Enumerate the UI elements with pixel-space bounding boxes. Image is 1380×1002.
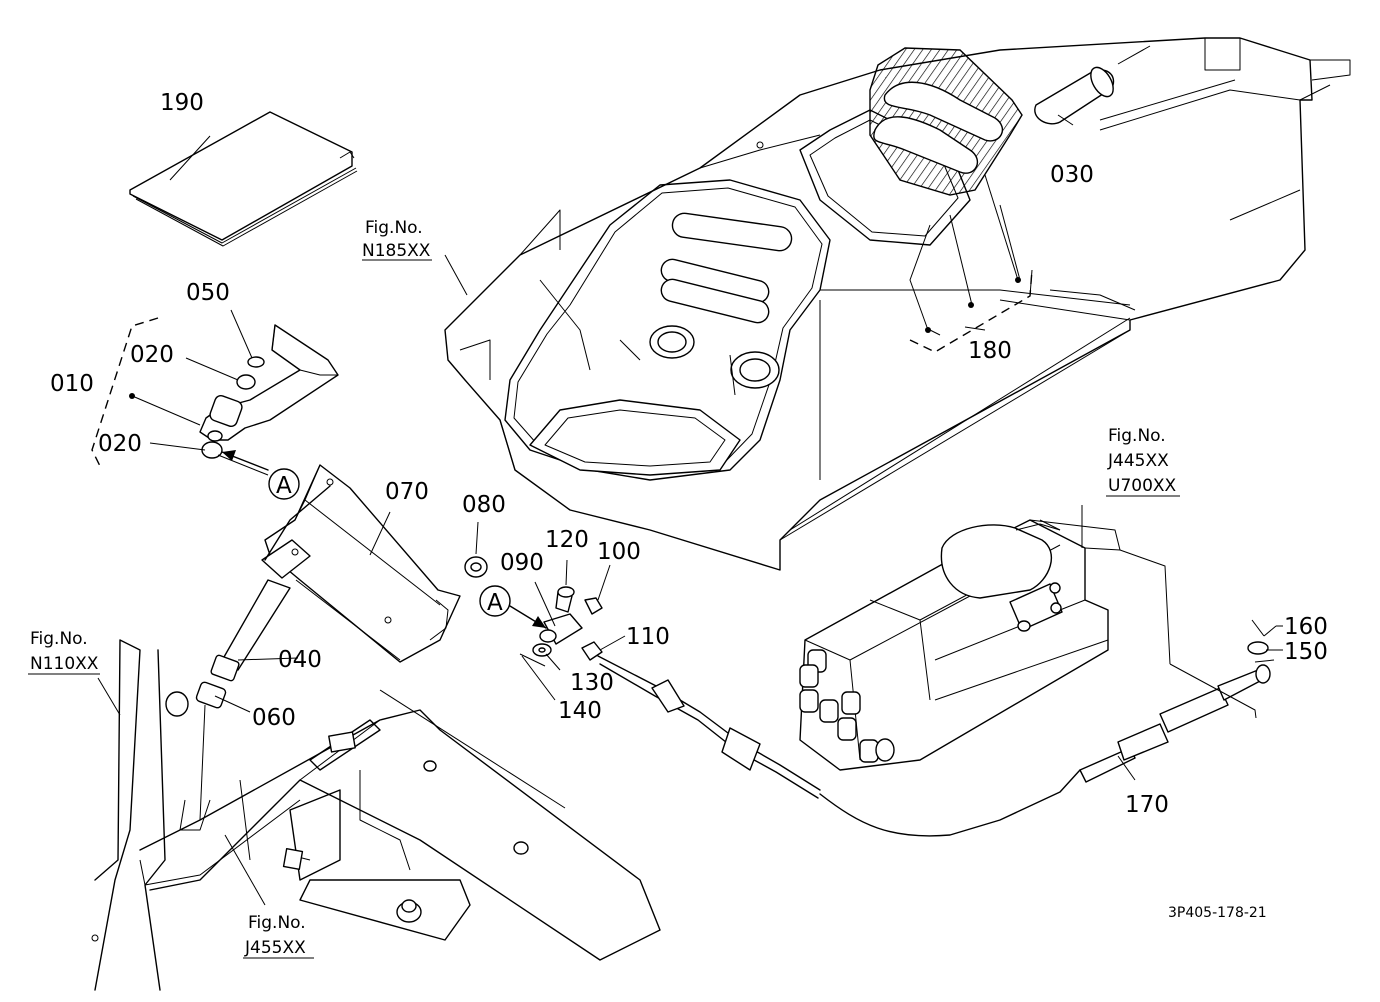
view-markers: A A [268,468,511,617]
label-080: 080 [462,492,506,518]
label-180: 180 [968,338,1012,364]
bracket-plate [261,464,461,663]
cable-end-hardware [464,556,603,667]
cabin-floor-body [444,37,1351,571]
label-040: 040 [278,647,322,673]
label-140: 140 [558,698,602,724]
control-cable [597,619,1271,837]
label-030: 030 [1050,162,1094,188]
marker-a-lower: A [487,590,503,616]
label-050: 050 [186,280,230,306]
ref-n110-line1: Fig.No. [30,629,88,649]
label-110: 110 [626,624,670,650]
label-070: 070 [385,479,429,505]
label-170: 170 [1125,792,1169,818]
label-100: 100 [597,539,641,565]
ref-n110-line2: N110XX [30,654,99,674]
lower-frame [91,639,661,991]
ref-j455-line2: J455XX [244,938,306,958]
drawing-code: 3P405-178-21 [1168,905,1267,921]
ref-j445-line2: J445XX [1107,451,1169,471]
ref-j445-line3: U700XX [1108,476,1177,496]
label-060: 060 [252,705,296,731]
operator-manual [129,111,358,247]
leader-lines [97,114,1277,906]
lever-knob [1034,45,1151,125]
figure-references: Fig.No. N185XX Fig.No. J445XX U700XX Fig… [28,218,1180,959]
link-rod [195,579,291,709]
label-020-lower: 020 [98,431,142,457]
lever-arm-assembly [199,324,339,459]
label-150: 150 [1284,639,1328,665]
label-120: 120 [545,527,589,553]
label-160: 160 [1284,614,1328,640]
label-130: 130 [570,670,614,696]
ref-n185-line1: Fig.No. [365,218,423,238]
label-010: 010 [50,371,94,397]
ref-j445-line1: Fig.No. [1108,426,1166,446]
seat-cushion-assembly [799,47,1023,331]
part-labels: 190 050 020 010 020 030 180 070 080 090 … [50,90,1328,818]
label-020-upper: 020 [130,342,174,368]
label-190: 190 [160,90,204,116]
ref-j455-line1: Fig.No. [248,913,306,933]
control-valve-block [799,519,1257,771]
group-bracket-010 [91,317,159,467]
marker-a-upper: A [276,473,292,499]
label-090: 090 [500,550,544,576]
ref-n185-line2: N185XX [362,241,431,261]
